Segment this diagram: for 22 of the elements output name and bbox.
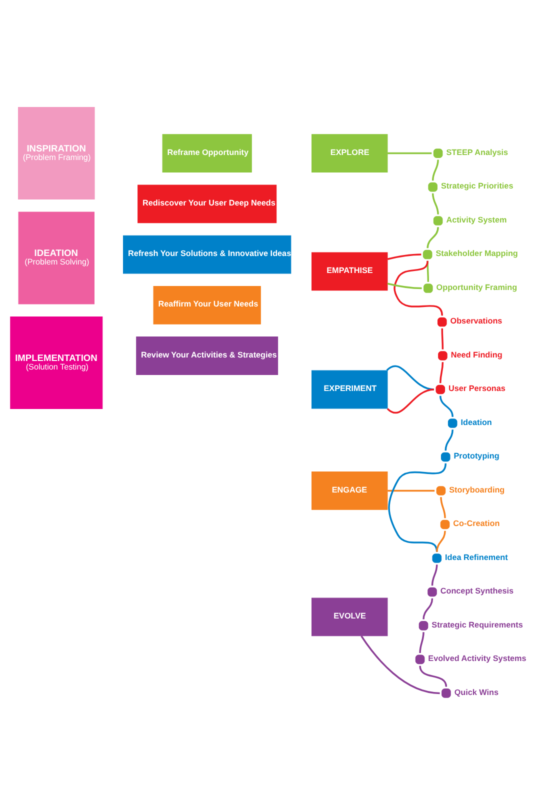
connector	[426, 260, 430, 282]
connector	[440, 362, 444, 383]
connector	[388, 462, 446, 552]
connector	[444, 429, 454, 450]
connector	[431, 564, 438, 586]
connector	[360, 635, 440, 694]
connector	[432, 192, 439, 214]
connector	[436, 530, 446, 552]
connector	[387, 253, 422, 260]
connector	[432, 159, 439, 180]
connector	[419, 632, 424, 653]
connector	[388, 489, 435, 492]
connector	[426, 226, 439, 248]
connector	[388, 152, 432, 154]
connector	[386, 364, 434, 390]
connector	[394, 260, 443, 316]
connector	[387, 282, 422, 289]
connector	[440, 496, 446, 518]
connector	[440, 395, 454, 416]
connector	[419, 665, 448, 686]
connector	[422, 598, 434, 619]
connector	[441, 328, 444, 349]
